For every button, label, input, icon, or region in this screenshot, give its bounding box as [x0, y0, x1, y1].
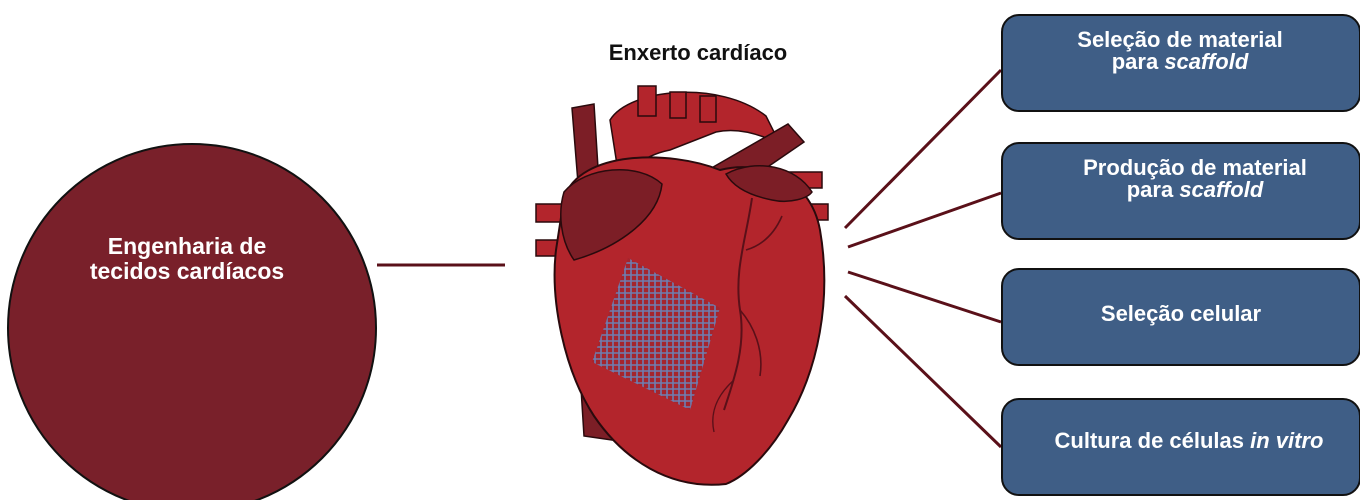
step-4-italic-term: in vitro: [1250, 428, 1323, 453]
step-box-cell-selection: Seleção celular: [1001, 268, 1360, 366]
step-1-line1: Seleção de material: [1077, 29, 1282, 51]
main-node-label-line2: tecidos cardíacos: [7, 259, 367, 284]
step-box-material-selection: Seleção de material para scaffold: [1001, 14, 1360, 112]
step-1-line2: para scaffold: [1077, 51, 1282, 73]
heart-title: Enxerto cardíaco: [548, 40, 848, 66]
step-4-line1: Cultura de células in vitro: [1055, 430, 1324, 452]
main-node-label-line1: Engenharia de: [7, 234, 367, 259]
step-box-in-vitro-culture: Cultura de células in vitro: [1001, 398, 1360, 496]
step-2-line2: para scaffold: [1083, 179, 1307, 201]
connector-heart-to-step-4: [845, 296, 1001, 447]
step-3-line1: Seleção celular: [1101, 303, 1261, 325]
main-node-circle: [7, 143, 377, 500]
step-2-line1: Produção de material: [1083, 157, 1307, 179]
step-box-material-production: Produção de material para scaffold: [1001, 142, 1360, 240]
connector-heart-to-step-3: [848, 272, 1001, 322]
step-1-italic-term: scaffold: [1164, 49, 1248, 74]
main-node-label: Engenharia de tecidos cardíacos: [7, 234, 367, 284]
heart-with-scaffold-patch-icon: [520, 80, 850, 500]
connector-heart-to-step-1: [845, 70, 1001, 228]
step-2-italic-term: scaffold: [1179, 177, 1263, 202]
